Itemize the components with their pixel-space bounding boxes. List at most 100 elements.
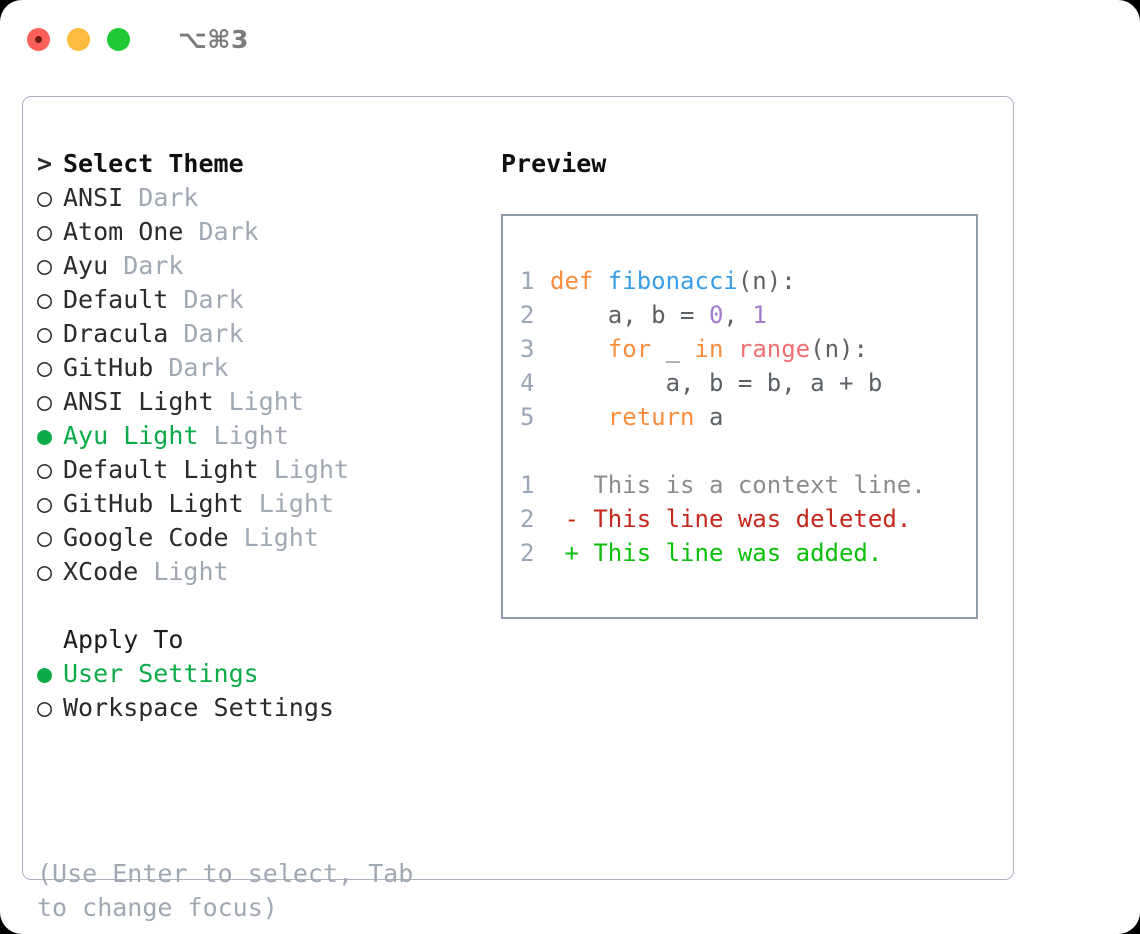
line-number: 1 — [520, 267, 535, 295]
radio-selected-icon: ● — [37, 659, 53, 688]
radio-unselected-icon: ○ — [37, 183, 53, 212]
radio-unselected-icon: ○ — [37, 319, 53, 348]
code-token-kw: def — [550, 267, 608, 295]
theme-option-label: GitHub — [63, 353, 154, 382]
diff-line-text: - This line was deleted. — [550, 505, 912, 533]
cursor-arrow-icon: > — [37, 149, 53, 178]
theme-variant-badge: Light — [228, 387, 304, 416]
theme-option-ansi[interactable]: ○ ANSI Dark — [37, 181, 477, 215]
theme-option-label: XCode — [63, 557, 139, 586]
theme-option-github[interactable]: ○GitHub Dark — [37, 351, 477, 385]
apply-to-option-workspace-settings[interactable]: ○ Workspace Settings — [37, 691, 477, 725]
select-theme-heading: >Select Theme — [37, 147, 477, 181]
theme-variant-badge: Light — [243, 523, 319, 552]
theme-option-xcode[interactable]: ○ XCode Light — [37, 555, 477, 589]
code-token-num: 1 — [752, 301, 767, 329]
diff-line-text: This is a context line. — [550, 471, 926, 499]
line-number: 1 — [520, 471, 535, 499]
apply-to-marker-placeholder: ○ — [37, 623, 63, 657]
apply-to-option-label: User Settings — [63, 659, 259, 688]
list-spacer — [37, 589, 477, 623]
theme-option-ayu-light[interactable]: ●Ayu Light Light — [37, 419, 477, 453]
radio-unselected-icon: ○ — [37, 693, 53, 722]
apply-to-option-label: Workspace Settings — [63, 693, 334, 722]
line-number: 4 — [520, 369, 535, 397]
theme-option-google-code[interactable]: ○ Google Code Light — [37, 521, 477, 555]
line-number: 2 — [520, 301, 535, 329]
code-token-plain — [550, 335, 608, 363]
radio-unselected-icon: ○ — [37, 217, 53, 246]
theme-variant-badge: Dark — [138, 183, 199, 212]
apply-to-heading-label: Apply To — [63, 625, 184, 654]
code-token-plain: , — [723, 301, 753, 329]
code-token-plain: a, b = b, a + b — [550, 369, 883, 397]
code-line: 3 for _ in range(n): — [520, 332, 976, 366]
theme-option-label: Ayu Light — [63, 421, 199, 450]
theme-variant-badge: Dark — [198, 217, 259, 246]
line-number: 5 — [520, 403, 535, 431]
code-token-ent: range — [737, 335, 811, 363]
code-token-plain: (n): — [810, 335, 868, 363]
code-token-kw: for — [607, 335, 652, 363]
theme-option-atom-one[interactable]: ○Atom One Dark — [37, 215, 477, 249]
theme-option-label: GitHub Light — [63, 489, 244, 518]
diff-line-deleted: 2 - This line was deleted. — [520, 502, 976, 536]
theme-variant-badge: Light — [153, 557, 229, 586]
code-token-plain: a — [694, 403, 724, 431]
apply-to-list: ● User Settings ○ Workspace Settings — [37, 657, 477, 725]
radio-unselected-icon: ○ — [37, 523, 53, 552]
theme-option-default[interactable]: ○Default Dark — [37, 283, 477, 317]
theme-option-label: ANSI — [63, 183, 124, 212]
theme-variant-badge: Dark — [168, 353, 229, 382]
close-button[interactable] — [27, 27, 50, 51]
theme-variant-badge: Dark — [183, 285, 244, 314]
theme-option-label: ANSI Light — [63, 387, 214, 416]
line-number: 3 — [520, 335, 535, 363]
minimize-button[interactable] — [67, 27, 90, 51]
theme-option-default-light[interactable]: ○Default Light Light — [37, 453, 477, 487]
title-bar: ⌥⌘3 — [0, 0, 1140, 78]
keyboard-shortcut-label: ⌥⌘3 — [178, 24, 249, 54]
theme-option-label: Default Light — [63, 455, 259, 484]
radio-unselected-icon: ○ — [37, 557, 53, 586]
theme-option-label: Default — [63, 285, 169, 314]
code-token-kw: return — [607, 403, 695, 431]
theme-option-label: Google Code — [63, 523, 229, 552]
code-token-kw: in — [694, 335, 724, 363]
diff-line-context: 1 This is a context line. — [520, 468, 976, 502]
radio-selected-icon: ● — [37, 421, 53, 450]
diff-sample: 1 This is a context line.2 - This line w… — [520, 468, 976, 570]
radio-unselected-icon: ○ — [37, 489, 53, 518]
theme-variant-badge: Dark — [183, 319, 244, 348]
code-token-plain — [550, 403, 608, 431]
theme-variant-badge: Light — [273, 455, 349, 484]
code-token-plain: a, b = — [550, 301, 709, 329]
apply-to-option-user-settings[interactable]: ● User Settings — [37, 657, 477, 691]
theme-list: ○ANSI Dark○Atom One Dark○Ayu Dark○Defaul… — [37, 181, 477, 589]
line-number: 2 — [520, 505, 535, 533]
preview-heading: Preview — [501, 149, 607, 178]
code-token-plain — [723, 335, 737, 363]
theme-option-dracula[interactable]: ○Dracula Dark — [37, 317, 477, 351]
theme-variant-badge: Dark — [123, 251, 184, 280]
line-number: 2 — [520, 539, 535, 567]
theme-selection-column: >Select Theme ○ANSI Dark○Atom One Dark○A… — [37, 147, 477, 725]
diff-line-added: 2 + This line was added. — [520, 536, 976, 570]
theme-option-ayu[interactable]: ○ Ayu Dark — [37, 249, 477, 283]
code-token-num: 0 — [708, 301, 724, 329]
code-token-plain: (n): — [737, 267, 796, 295]
radio-unselected-icon: ○ — [37, 251, 53, 280]
theme-picker-panel: >Select Theme ○ANSI Dark○Atom One Dark○A… — [22, 96, 1014, 922]
maximize-button[interactable] — [107, 27, 130, 51]
radio-unselected-icon: ○ — [37, 387, 53, 416]
theme-option-label: Ayu — [63, 251, 109, 280]
code-line: 5 return a — [520, 400, 976, 434]
theme-option-github-light[interactable]: ○GitHub Light Light — [37, 487, 477, 521]
code-token-plain: _ — [651, 335, 695, 363]
apply-to-heading: ○Apply To — [37, 623, 477, 657]
theme-option-ansi-light[interactable]: ○ ANSI Light Light — [37, 385, 477, 419]
